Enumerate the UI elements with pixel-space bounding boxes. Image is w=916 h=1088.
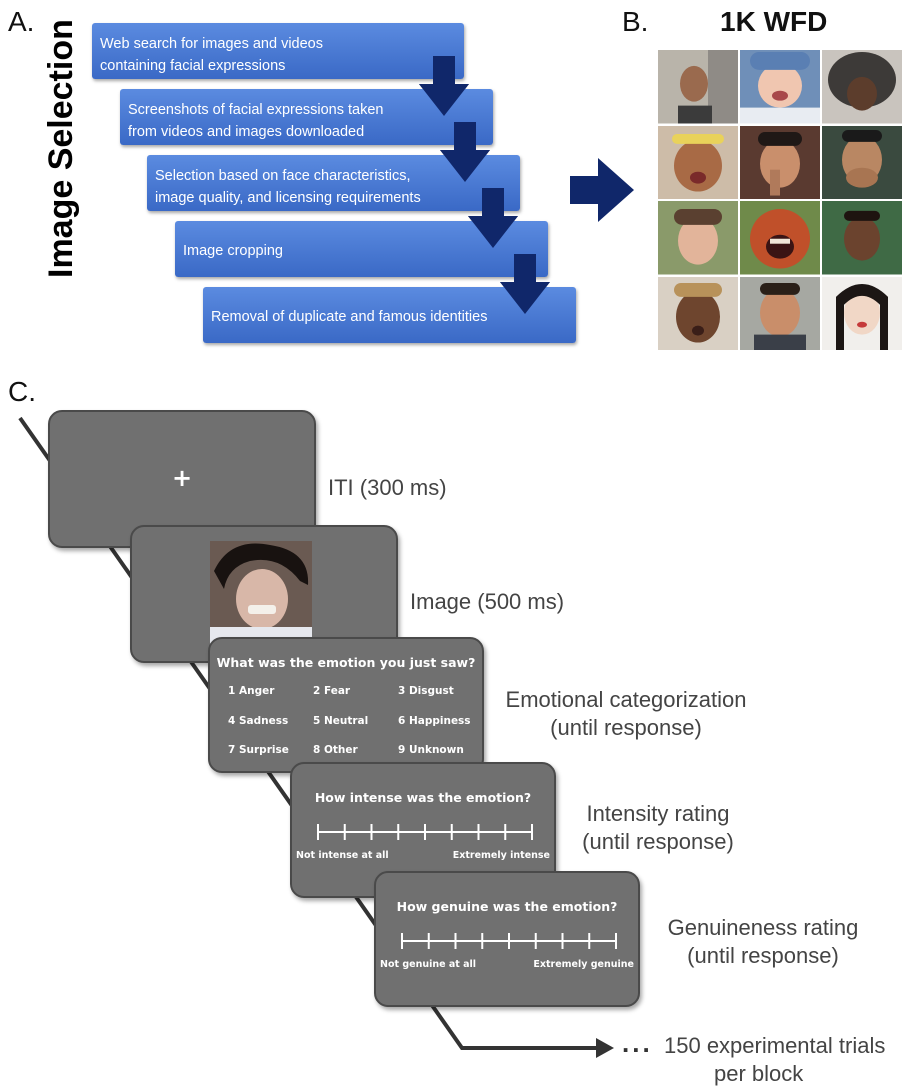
categorization-label-line2: (until response)	[550, 715, 702, 740]
step-web-search: Web search for images and videos contain…	[92, 23, 464, 79]
option-surprise: 7 Surprise	[228, 744, 289, 756]
categorization-label-line1: Emotional categorization	[505, 687, 747, 712]
face-photo	[658, 201, 738, 275]
arrow-head-icon	[596, 1038, 614, 1058]
face-photo	[740, 201, 820, 275]
step-1-line1: Web search for images and videos	[100, 36, 323, 52]
down-arrow-icon	[468, 188, 518, 248]
face-photo	[658, 125, 738, 199]
trials-footer: 150 experimental trials per block	[664, 1032, 914, 1088]
option-fear: 2 Fear	[313, 685, 351, 697]
face-photo	[822, 50, 902, 124]
option-anger: 1 Anger	[228, 685, 275, 697]
option-sadness: 4 Sadness	[228, 715, 289, 727]
intensity-question: How intense was the emotion?	[314, 790, 532, 805]
genuineness-label-line1: Genuineness rating	[667, 915, 859, 940]
face-photo	[822, 125, 902, 199]
intensity-scale	[317, 824, 533, 840]
option-neutral: 5 Neutral	[313, 715, 369, 727]
step-5-line1: Removal of duplicate and famous identiti…	[211, 309, 488, 325]
genuineness-high-label: Extremely genuine	[533, 959, 634, 970]
step-3-line1: Selection based on face characteristics,	[155, 168, 411, 184]
genuineness-question: How genuine was the emotion?	[396, 899, 618, 914]
dataset-title: 1K WFD	[720, 6, 828, 37]
step-3-line2: image quality, and licensing requirement…	[155, 190, 421, 206]
genuineness-label: Genuineness rating (until response)	[652, 914, 874, 970]
face-photo	[740, 50, 820, 124]
face-photo	[658, 50, 738, 124]
genuineness-scale	[401, 933, 617, 949]
genuineness-label-line2: (until response)	[687, 943, 839, 968]
stimulus-face	[210, 541, 312, 649]
trials-footer-line1: 150 experimental trials	[664, 1033, 886, 1058]
face-photo	[740, 276, 820, 350]
panel-c-label: C.	[8, 376, 36, 407]
genuineness-screen: How genuine was the emotion? Not genuine…	[374, 871, 640, 1007]
intensity-label-line1: Intensity rating	[586, 801, 730, 826]
face-photo	[822, 276, 902, 350]
face-photo	[822, 201, 902, 275]
step-2-line2: from videos and images downloaded	[128, 124, 365, 140]
intensity-high-label: Extremely intense	[452, 850, 550, 861]
categorization-screen: What was the emotion you just saw? 1 Ang…	[208, 637, 484, 773]
intensity-low-label: Not intense at all	[296, 850, 389, 861]
face-photo	[740, 125, 820, 199]
option-happiness: 6 Happiness	[398, 715, 471, 727]
panel-b-label: B.	[622, 6, 649, 37]
option-unknown: 9 Unknown	[398, 744, 464, 756]
down-arrow-icon	[500, 254, 550, 314]
arrow-right-icon	[570, 158, 634, 222]
intensity-label: Intensity rating (until response)	[572, 800, 744, 856]
step-4-line1: Image cropping	[183, 243, 283, 259]
down-arrow-icon	[419, 56, 469, 116]
categorization-label: Emotional categorization (until response…	[490, 686, 762, 742]
intensity-label-line2: (until response)	[582, 829, 734, 854]
down-arrow-icon	[440, 122, 490, 182]
step-1-line2: containing facial expressions	[100, 58, 286, 74]
iti-label: ITI (300 ms)	[328, 475, 447, 500]
face-grid	[658, 50, 902, 350]
ellipsis: ...	[622, 1028, 653, 1058]
fixation-cross: +	[171, 464, 193, 492]
option-other: 8 Other	[313, 744, 358, 756]
genuineness-low-label: Not genuine at all	[380, 959, 477, 970]
trials-footer-line2: per block	[714, 1061, 804, 1086]
step-2-line1: Screenshots of facial expressions taken	[128, 102, 384, 118]
categorization-question: What was the emotion you just saw?	[216, 655, 476, 670]
face-photo	[658, 276, 738, 350]
option-disgust: 3 Disgust	[398, 685, 454, 697]
flow-arrows-front	[419, 56, 550, 314]
image-label: Image (500 ms)	[410, 589, 565, 614]
panel-a-label: A.	[8, 6, 35, 37]
